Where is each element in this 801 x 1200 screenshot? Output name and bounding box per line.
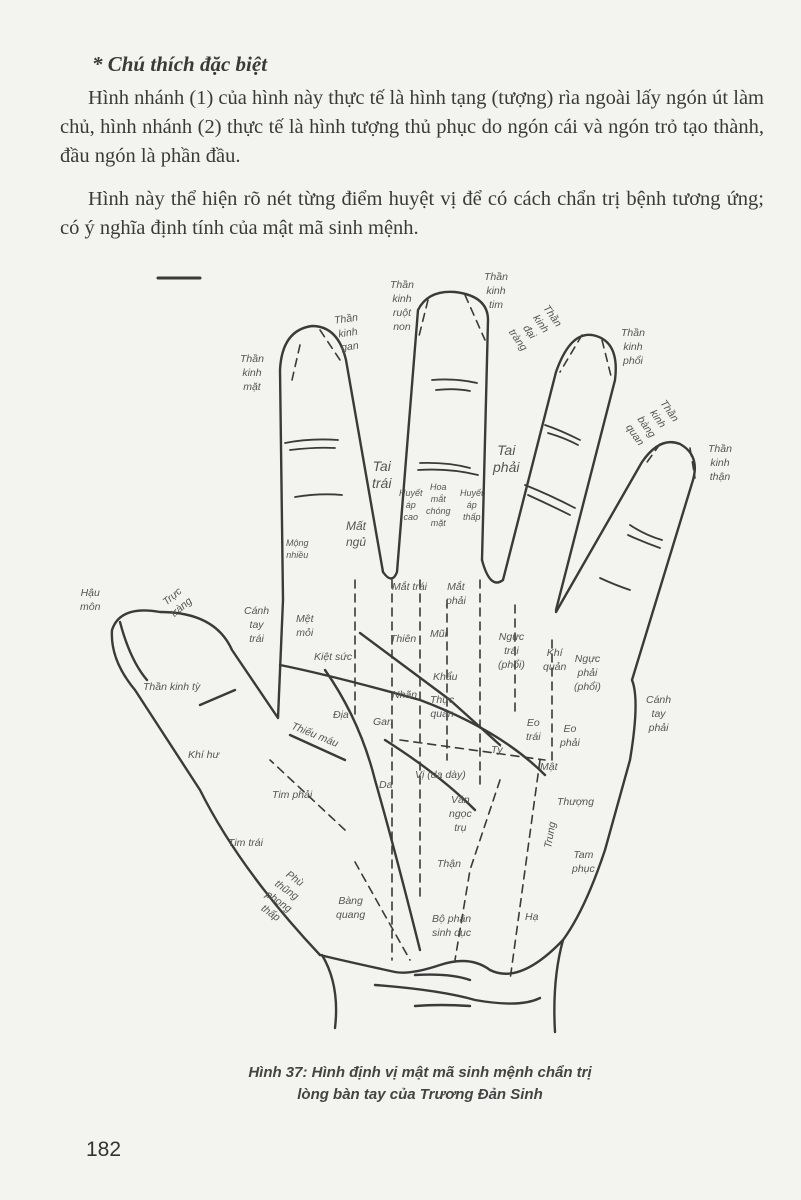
label-than-kidney: Thận (437, 858, 461, 870)
paragraph-1: Hình nhánh (1) của hình này thực tế là h… (60, 87, 764, 167)
label-huyet-ap-cao: Huyết áp cao (399, 488, 423, 522)
label-mong-nhieu: Mộng nhiều (286, 538, 309, 560)
label-ty: Tỳ (491, 744, 503, 756)
label-than-kinh-than: Thần kinh thận (708, 443, 732, 483)
label-vi-da-day: Vị (dạ dày) (415, 769, 466, 781)
label-thien: Thiên (390, 633, 417, 645)
label-nguc-trai: Ngực trái (phổi) (498, 631, 525, 671)
label-van-ngoc-tru: Văn ngọc trụ (449, 794, 472, 834)
label-nguc-phai: Ngực phải (phổi) (574, 653, 601, 693)
page-number: 182 (86, 1138, 122, 1161)
label-huyet-ap-thap: Huyết áp thấp (460, 488, 484, 522)
hand-outline (110, 290, 697, 1034)
label-hau-mon: Hậu môn (80, 587, 101, 613)
paragraph-2: Hình này thể hiện rõ nét từng điểm huyệt… (60, 188, 764, 239)
label-than-kinh-ruot-non: Thần kinh ruột non (390, 279, 414, 333)
label-kiet-suc: Kiệt sức (314, 651, 353, 663)
label-eo-trai: Eo trái (526, 717, 541, 743)
label-eo-phai: Eo phải (560, 723, 580, 749)
label-khau: Khẩu (433, 671, 458, 683)
finger-creases (284, 378, 663, 591)
label-mat-gallbladder: Mật (540, 761, 558, 773)
figure-caption: Hình 37: Hình định vị mật mã sinh mệnh c… (180, 1062, 660, 1106)
label-khi-quan: Khí quản (543, 647, 567, 673)
label-than-kinh-tim: Thần kinh tim (484, 271, 508, 311)
label-met-moi: Mệt mỏi (296, 613, 314, 639)
label-hoa-mat-chong-mat: Hoa mắt chóng mặt (426, 482, 451, 528)
label-mat-ngu: Mất ngủ (346, 519, 367, 549)
label-ha: Hạ (525, 911, 539, 923)
label-bo-phan-sinh-duc: Bộ phận sinh dục (432, 913, 472, 939)
caption-line-2: lòng bàn tay của Trương Đản Sinh (297, 1086, 543, 1103)
zone-dashed-lines (269, 294, 696, 981)
label-gan: Gan (373, 716, 393, 728)
label-thuong: Thượng (557, 796, 594, 808)
label-tai-phai: Tai phải (493, 442, 520, 475)
label-mat-phai: Mắt phải (446, 581, 466, 607)
label-canh-tay-trai: Cánh tay trái (244, 605, 270, 645)
label-bang-quang: Bàng quang (336, 895, 366, 921)
label-tim-phai: Tim phải (272, 789, 313, 801)
label-mui: Mũi (430, 628, 447, 640)
label-dia: Địa (333, 709, 349, 721)
label-da: Da (379, 779, 393, 791)
label-than-kinh-ty: Thần kinh tỳ (143, 681, 201, 693)
section-heading: * Chú thích đặc biệt (92, 52, 268, 76)
label-than-kinh-mat: Thần kinh mặt (240, 353, 264, 393)
label-thuc-quan: Thực quản (430, 694, 455, 720)
label-tai-trai: Tai trái (372, 458, 392, 491)
label-than-kinh-phoi: Thần kinh phổi (621, 327, 645, 367)
caption-line-1: Hình 37: Hình định vị mật mã sinh mệnh c… (248, 1064, 592, 1081)
label-mat-trai: Mắt trái (392, 581, 428, 593)
label-tim-trai: Tim trái (228, 837, 263, 849)
label-khi-hu: Khí hư (188, 749, 220, 761)
label-canh-tay-phai: Cánh tay phải (646, 694, 672, 734)
label-nhan: Nhãn (392, 689, 418, 701)
label-tam-phuc: Tam phục (572, 849, 595, 875)
